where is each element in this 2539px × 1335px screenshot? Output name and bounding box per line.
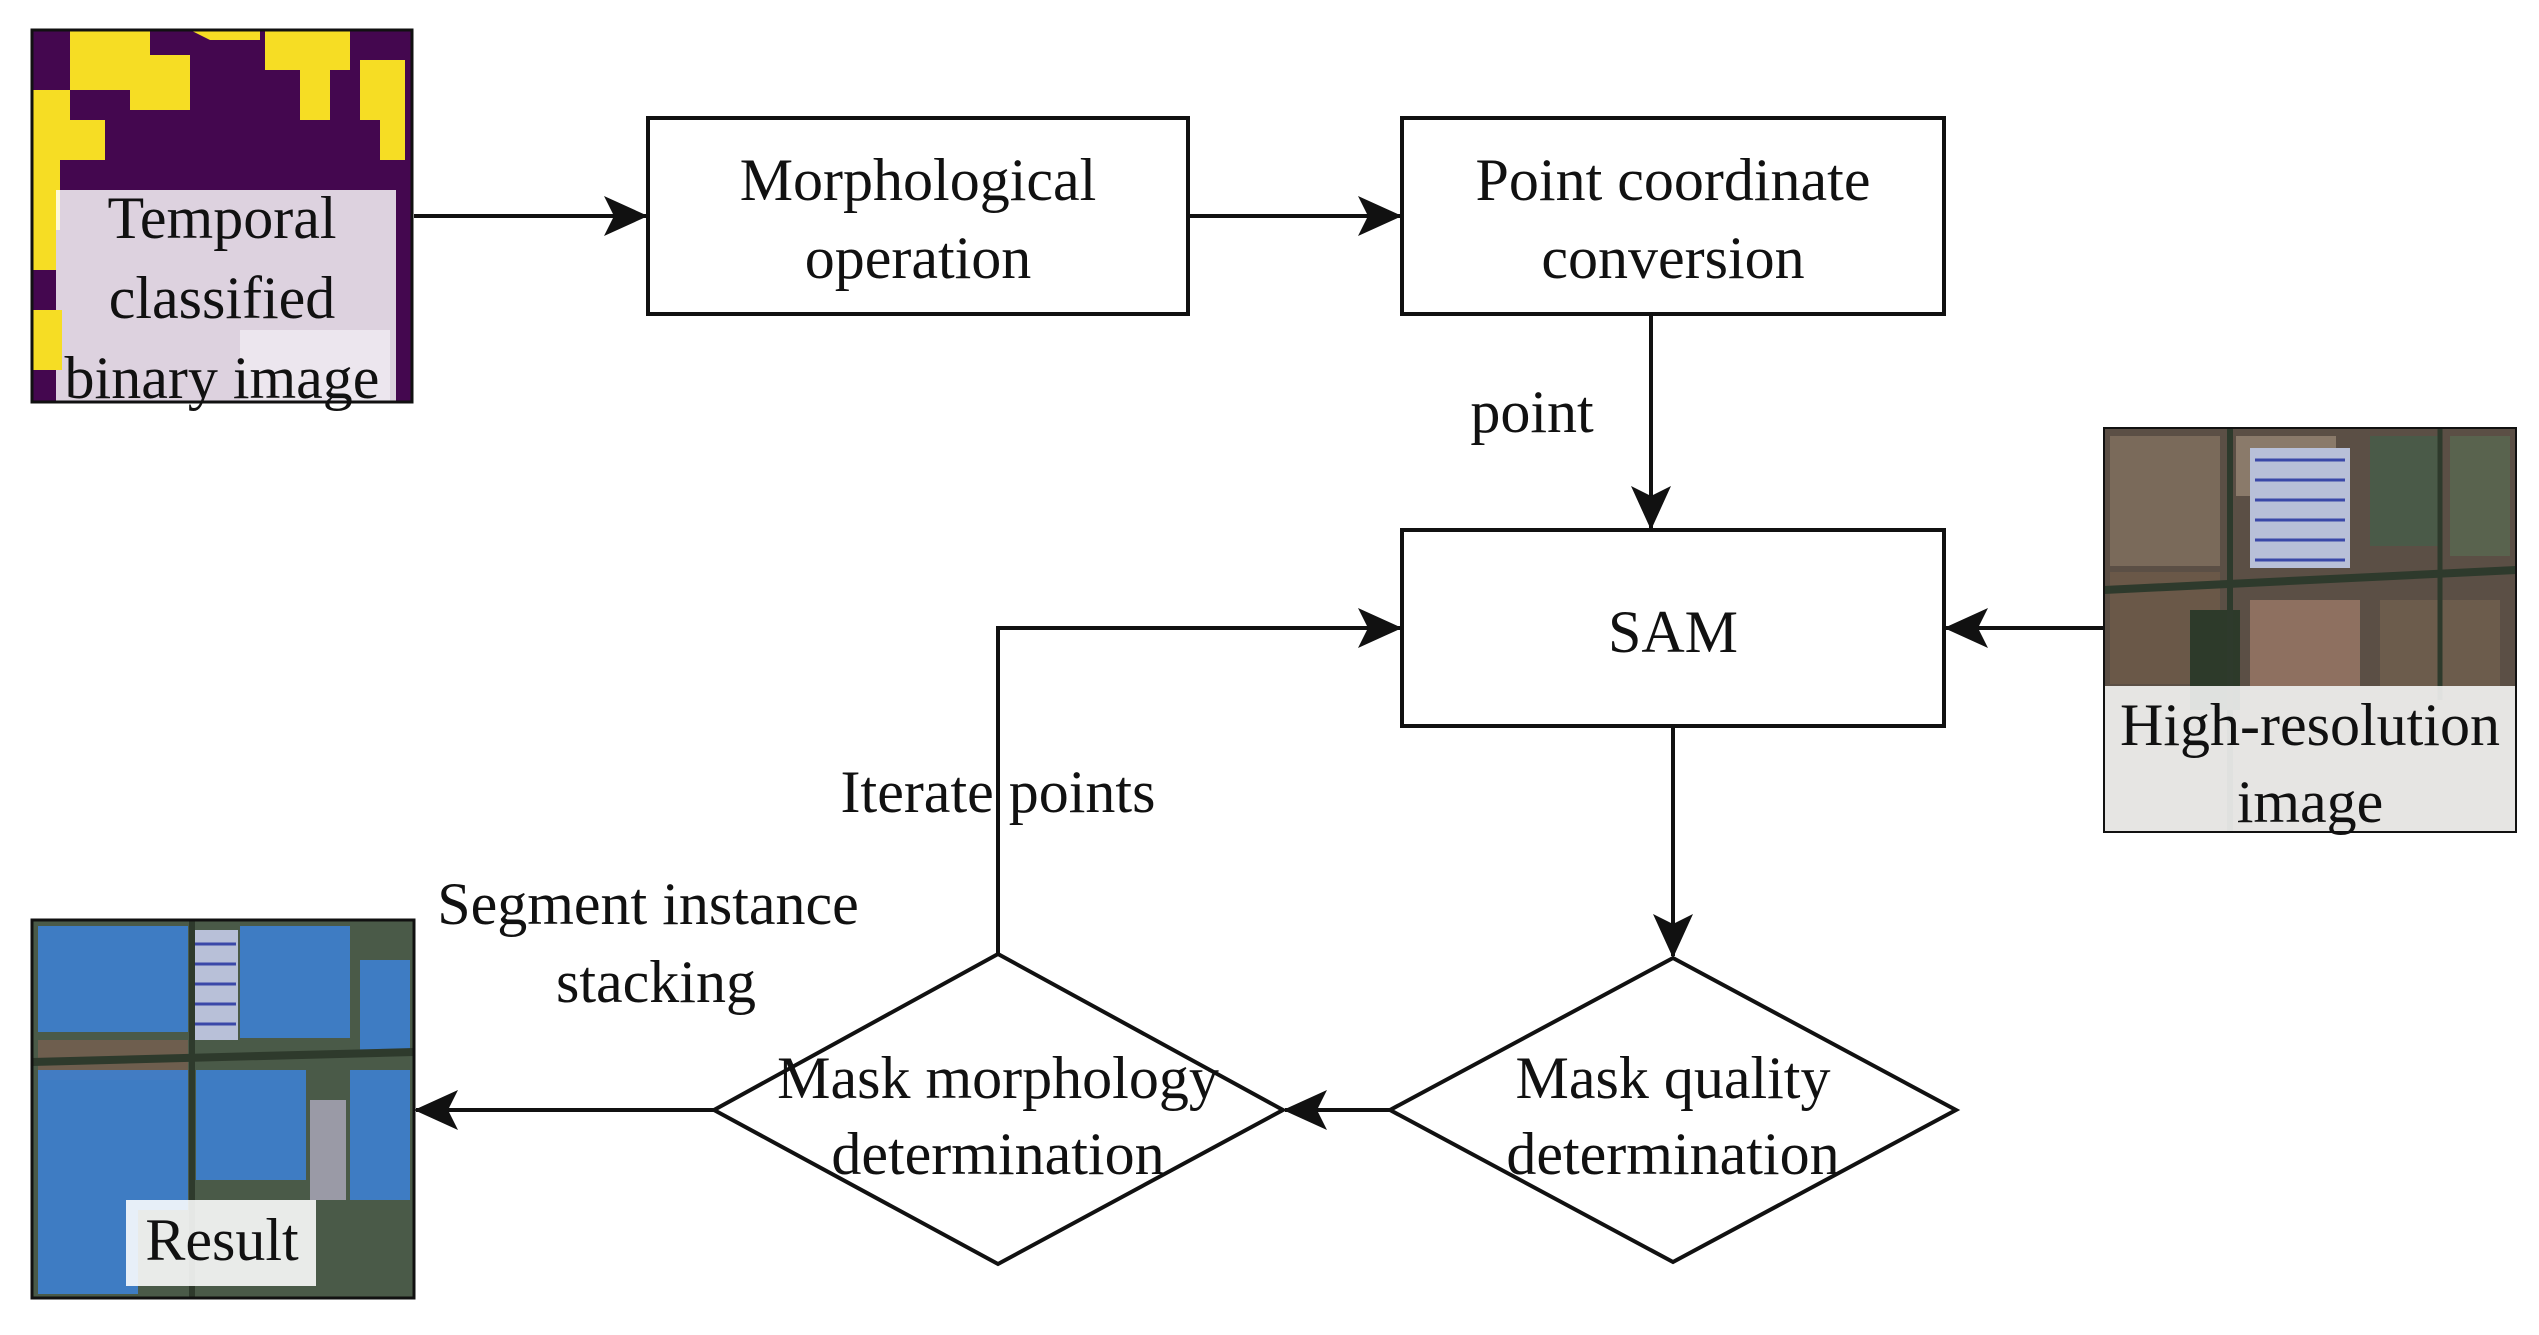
point-coordinate-conversion-node: Point coordinate conversion [1400, 116, 1946, 316]
mask-quality-determination-node: Mask quality determination [1385, 955, 1961, 1265]
temporal-label-line2: classified [109, 265, 336, 331]
mask-morphology-line1: Mask morphology [777, 1045, 1219, 1111]
mask-quality-line1: Mask quality [1516, 1045, 1831, 1111]
edges [414, 196, 2104, 1130]
mask-morphology-line2: determination [831, 1121, 1164, 1187]
temporal-label-line3: binary image [65, 345, 380, 411]
edge-label-segment-line1: Segment instance [437, 871, 859, 937]
sam-node: SAM [1400, 528, 1946, 728]
result-label: Result [145, 1207, 299, 1273]
high-resolution-image: High-resolution image [2103, 427, 2517, 835]
temporal-label-line1: Temporal [107, 185, 336, 251]
morphological-line2: operation [805, 225, 1032, 291]
sam-label: SAM [1608, 599, 1738, 665]
point-conversion-line2: conversion [1541, 225, 1804, 291]
morphological-line1: Morphological [740, 147, 1097, 213]
edge-label-segment-line2: stacking [556, 949, 756, 1015]
morphological-operation-node: Morphological operation [646, 116, 1190, 316]
edge-label-point: point [1470, 379, 1594, 445]
mask-quality-line2: determination [1506, 1121, 1839, 1187]
temporal-binary-image: Temporal classified binary image [30, 28, 414, 411]
edge-iterate-to-sam [996, 608, 1402, 954]
result-image: Result [30, 918, 416, 1300]
mask-morphology-determination-node: Mask morphology determination [709, 951, 1288, 1267]
high-res-label-line1: High-resolution [2120, 692, 2500, 758]
point-conversion-line1: Point coordinate [1476, 147, 1871, 213]
high-res-label-line2: image [2237, 769, 2384, 835]
edge-label-iterate-points: Iterate points [841, 759, 1156, 825]
